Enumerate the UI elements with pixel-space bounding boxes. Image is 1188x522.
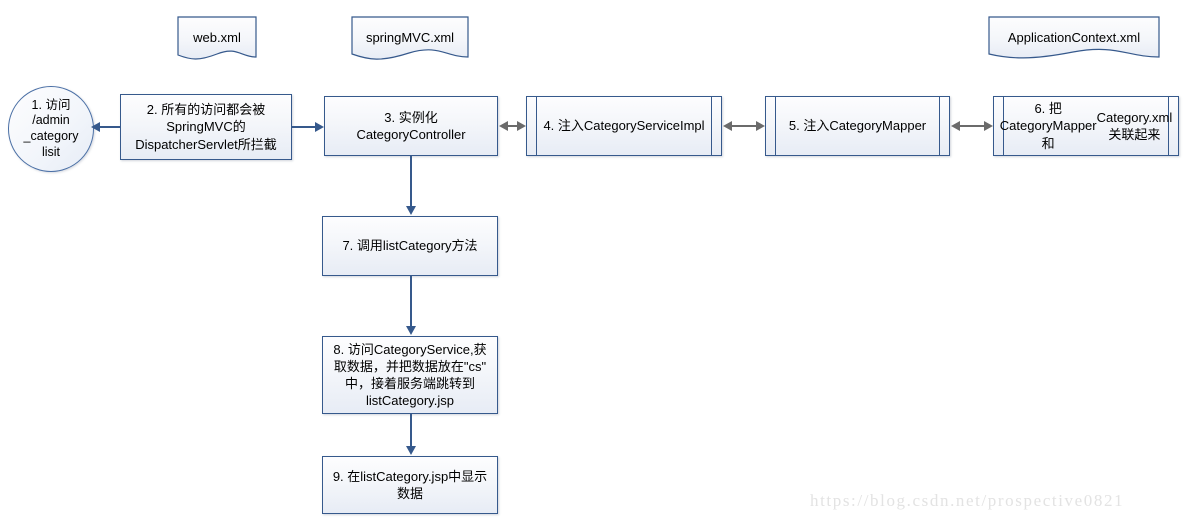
connector-node3-to-node7 bbox=[410, 156, 412, 208]
document-shape-springmvc-xml: springMVC.xml bbox=[351, 16, 469, 66]
connector-line bbox=[507, 125, 518, 127]
arrowhead-right bbox=[315, 122, 324, 132]
node-instantiate-category-controller[interactable]: 3. 实例化 CategoryController bbox=[324, 96, 498, 156]
connector-node2-to-node3 bbox=[292, 126, 318, 128]
node-access-category-service[interactable]: 8. 访问CategoryService,获 取数据，并把数据放在"cs" 中，… bbox=[322, 336, 498, 414]
node-label: 4. 注入CategoryServiceImpl bbox=[536, 97, 712, 155]
arrowhead-left bbox=[91, 122, 100, 132]
node-render-list-category-jsp[interactable]: 9. 在listCategory.jsp中显示 数据 bbox=[322, 456, 498, 514]
arrowhead-right bbox=[756, 121, 765, 131]
document-label: ApplicationContext.xml bbox=[1007, 30, 1141, 45]
arrowhead-left bbox=[951, 121, 960, 131]
arrowhead-right bbox=[984, 121, 993, 131]
connector-node8-to-node9 bbox=[410, 414, 412, 448]
connector-node7-to-node8 bbox=[410, 276, 412, 328]
node-label: 3. 实例化 CategoryController bbox=[356, 109, 466, 142]
connector-node5-to-node6 bbox=[951, 121, 993, 131]
document-shape-web-xml: web.xml bbox=[177, 16, 257, 66]
node-associate-mapper-with-xml[interactable]: 6. 把CategoryMapper和 Category.xml关联起来 bbox=[993, 96, 1179, 156]
node-dispatcher-servlet-intercept[interactable]: 2. 所有的访问都会被 SpringMVC的 DispatcherServlet… bbox=[120, 94, 292, 160]
node-label: 7. 调用listCategory方法 bbox=[342, 238, 478, 254]
arrowhead-left bbox=[723, 121, 732, 131]
connector-node3-to-node4 bbox=[499, 121, 526, 131]
node-inject-category-mapper[interactable]: 5. 注入CategoryMapper bbox=[765, 96, 950, 156]
connector-node2-to-node1 bbox=[98, 126, 120, 128]
arrowhead-down bbox=[406, 206, 416, 215]
arrowhead-down bbox=[406, 326, 416, 335]
node-label: 6. 把CategoryMapper和 Category.xml关联起来 bbox=[1000, 97, 1172, 155]
node-label: 9. 在listCategory.jsp中显示 数据 bbox=[332, 468, 488, 501]
node-label: 5. 注入CategoryMapper bbox=[775, 97, 940, 155]
connector-line bbox=[959, 125, 985, 127]
node-label: 8. 访问CategoryService,获 取数据，并把数据放在"cs" 中，… bbox=[333, 341, 487, 409]
watermark-url: https://blog.csdn.net/prospective0821 bbox=[810, 491, 1125, 510]
arrowhead-right bbox=[517, 121, 526, 131]
document-icon bbox=[351, 16, 469, 60]
node-start-visit-admin-category-list[interactable]: 1. 访问 /admin _category lisit bbox=[8, 86, 94, 172]
arrowhead-left bbox=[499, 121, 508, 131]
document-label: web.xml bbox=[193, 30, 241, 45]
connector-node4-to-node5 bbox=[723, 121, 765, 131]
document-icon bbox=[177, 16, 257, 60]
node-call-list-category-method[interactable]: 7. 调用listCategory方法 bbox=[322, 216, 498, 276]
document-shape-applicationcontext-xml: ApplicationContext.xml bbox=[988, 16, 1160, 66]
arrowhead-down bbox=[406, 446, 416, 455]
connector-line bbox=[731, 125, 757, 127]
node-label: 2. 所有的访问都会被 SpringMVC的 DispatcherServlet… bbox=[135, 102, 277, 152]
node-inject-category-service-impl[interactable]: 4. 注入CategoryServiceImpl bbox=[526, 96, 722, 156]
document-icon bbox=[988, 16, 1160, 59]
node-label: 1. 访问 /admin _category lisit bbox=[23, 97, 79, 159]
document-label: springMVC.xml bbox=[365, 30, 455, 45]
